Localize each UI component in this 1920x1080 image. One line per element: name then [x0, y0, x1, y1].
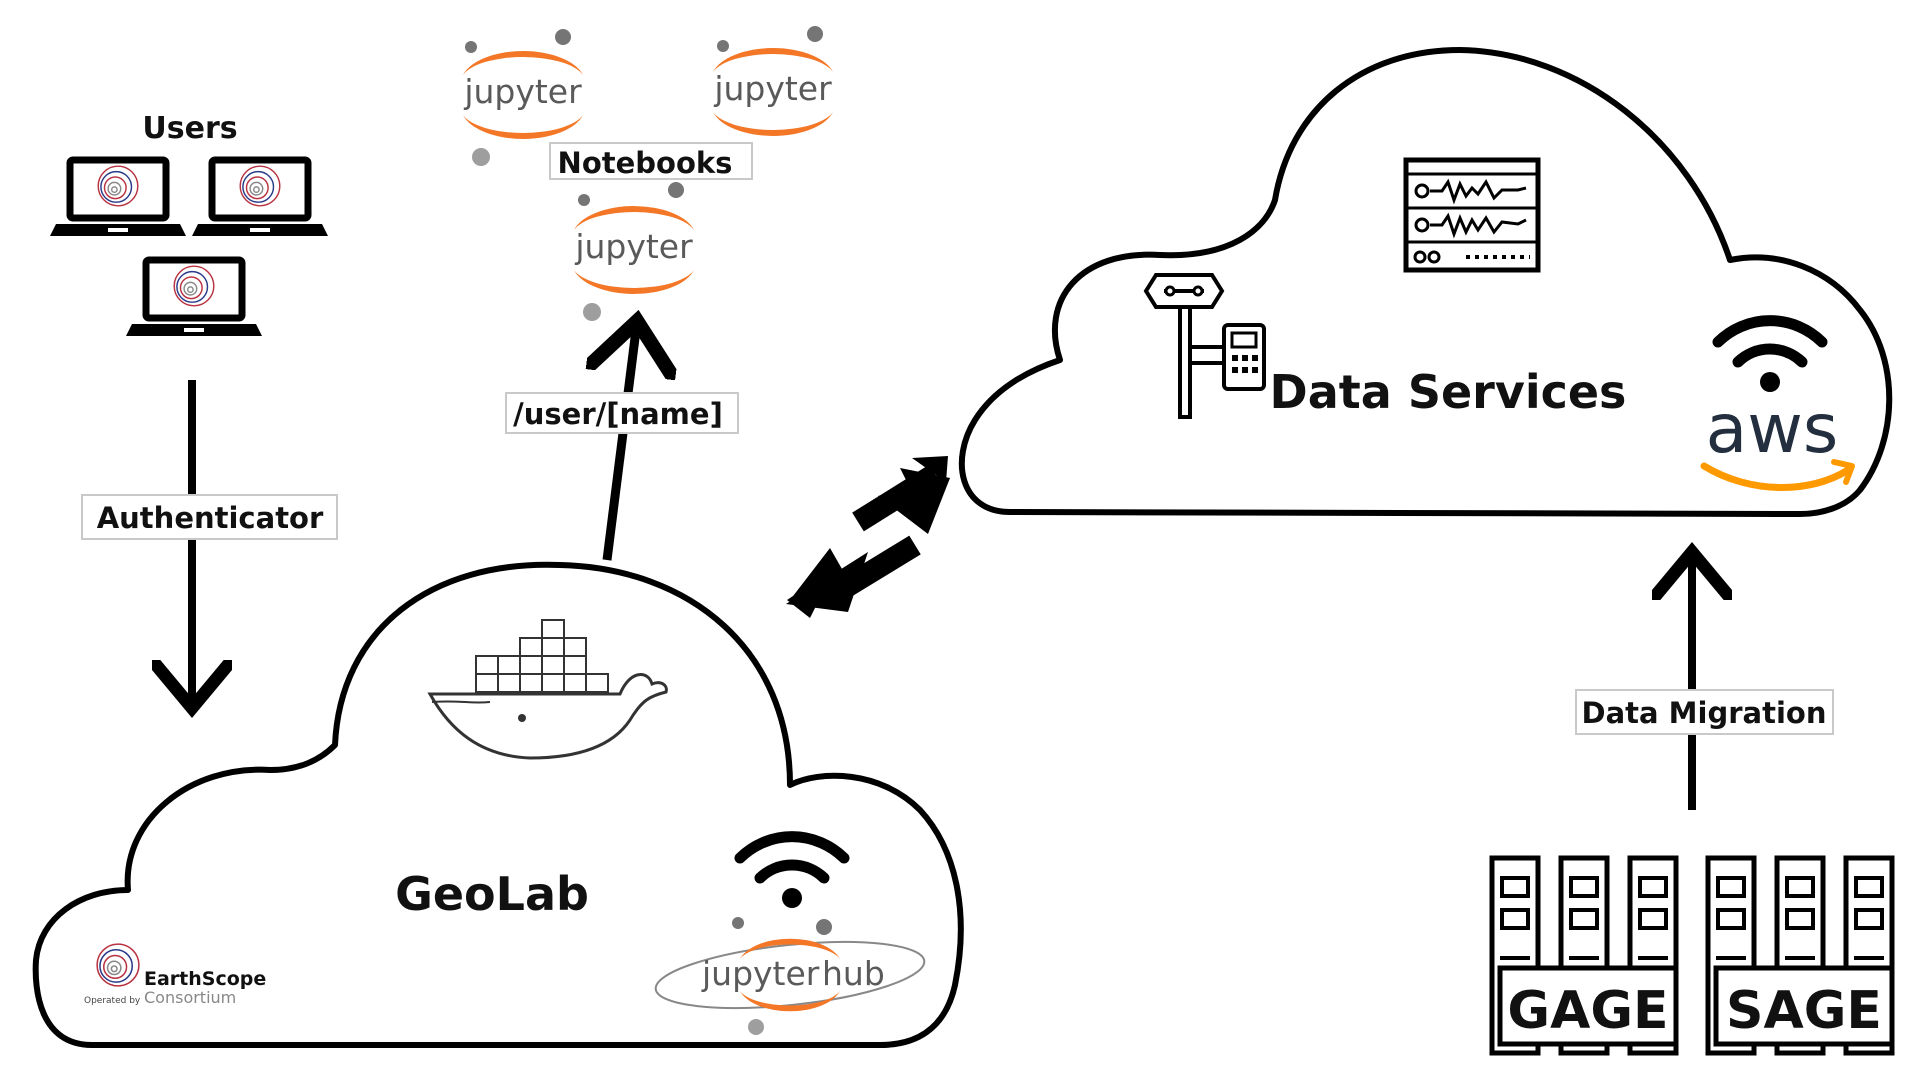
data-migration-label: Data Migration	[1582, 696, 1827, 730]
geolab-title: GeoLab	[395, 867, 589, 921]
jupyter-logo-2	[708, 26, 833, 161]
earthscope-logo: EarthScope Operated by Consortium	[84, 943, 266, 1007]
seismometer-icon	[1403, 157, 1541, 273]
jupyterhub-logo: jupyter hub	[654, 917, 926, 1035]
earthscope-operated: Operated by	[84, 996, 141, 1006]
jupyterhub-word-b: hub	[822, 954, 885, 993]
laptop-icon	[50, 160, 186, 236]
laptop-icon	[192, 160, 328, 236]
gage-label: GAGE	[1507, 981, 1668, 1041]
bidirectional-arrow	[786, 456, 950, 618]
users-title: Users	[142, 111, 237, 146]
earthscope-name: EarthScope	[144, 968, 266, 990]
jupyterhub-word-a: jupyter	[701, 954, 820, 993]
amazon-smile-icon	[1700, 459, 1855, 491]
laptop-icon	[126, 260, 262, 336]
user-path-arrow	[607, 330, 636, 561]
notebooks-title: Notebooks	[558, 146, 733, 180]
geolab-cloud	[32, 561, 964, 1048]
jupyter-logo-1	[463, 29, 583, 166]
jupyter-logo-3	[574, 182, 694, 321]
sage-label: SAGE	[1726, 981, 1882, 1041]
docker-whale-icon	[427, 619, 668, 760]
user-path-label: /user/[name]	[513, 397, 723, 431]
authenticator-label: Authenticator	[97, 501, 324, 535]
gage-archive: GAGE	[1492, 858, 1679, 1053]
data-services-cloud	[958, 47, 1893, 517]
gnss-station-icon	[1143, 273, 1266, 419]
sage-archive: SAGE	[1708, 858, 1895, 1053]
earthscope-consortium: Consortium	[144, 988, 236, 1007]
aws-wordmark: aws	[1706, 390, 1839, 469]
data-services-title: Data Services	[1270, 365, 1627, 419]
